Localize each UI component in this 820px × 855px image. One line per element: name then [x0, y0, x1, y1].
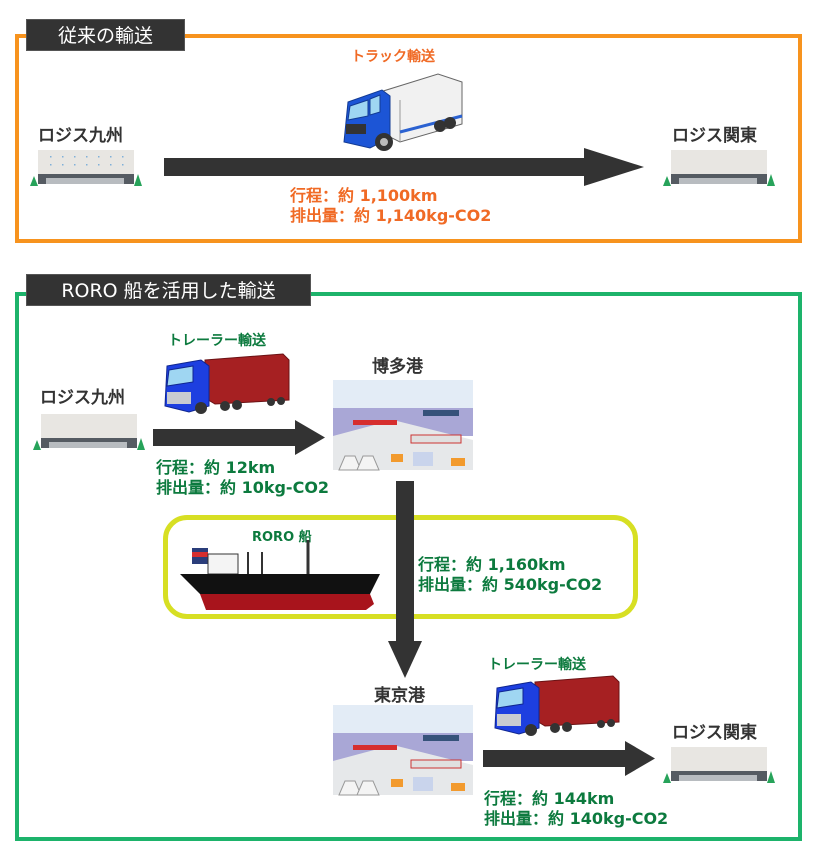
roro-title: RORO 船を活用した輸送	[26, 274, 311, 306]
port-illustration	[333, 380, 473, 471]
leg2-distance: 行程：約 1,160km	[418, 555, 566, 574]
leg2-mode-label: RORO 船	[252, 530, 312, 545]
truck-mode-label: トラック輸送	[351, 49, 435, 65]
conventional-frame	[15, 34, 802, 243]
tokyo-port-label: 東京港	[374, 686, 425, 706]
box-truck-icon	[343, 73, 463, 151]
conventional-emission: 排出量：約 1,140kg-CO2	[290, 206, 492, 225]
trailer-truck-icon	[164, 353, 290, 414]
leg1-origin: ロジス九州	[40, 388, 125, 408]
roro-frame	[15, 292, 802, 841]
conventional-destination: ロジス関東	[672, 126, 757, 146]
warehouse-icon	[33, 414, 145, 450]
arrow-icon	[164, 148, 644, 186]
conventional-origin: ロジス九州	[38, 126, 123, 146]
roro-ship-icon	[180, 540, 380, 610]
leg1-distance: 行程：約 12km	[156, 458, 276, 477]
conventional-distance: 行程：約 1,100km	[290, 186, 438, 205]
leg1-emission: 排出量：約 10kg-CO2	[156, 478, 330, 497]
leg3-mode-label: トレーラー輸送	[488, 657, 586, 673]
warehouse-icon	[30, 150, 142, 186]
port-illustration	[333, 705, 473, 796]
arrow-icon	[153, 420, 325, 455]
leg3-destination: ロジス関東	[672, 723, 757, 743]
hakata-port-label: 博多港	[372, 357, 423, 377]
leg3-distance: 行程：約 144km	[484, 789, 615, 808]
warehouse-icon	[663, 747, 775, 783]
arrow-icon	[483, 741, 655, 776]
trailer-truck-icon	[494, 675, 620, 736]
leg3-emission: 排出量：約 140kg-CO2	[484, 809, 669, 828]
leg2-emission: 排出量：約 540kg-CO2	[418, 575, 603, 594]
conventional-title: 従来の輸送	[26, 19, 185, 51]
leg1-mode-label: トレーラー輸送	[168, 333, 266, 349]
warehouse-icon	[663, 150, 775, 186]
arrow-icon	[396, 505, 414, 625]
